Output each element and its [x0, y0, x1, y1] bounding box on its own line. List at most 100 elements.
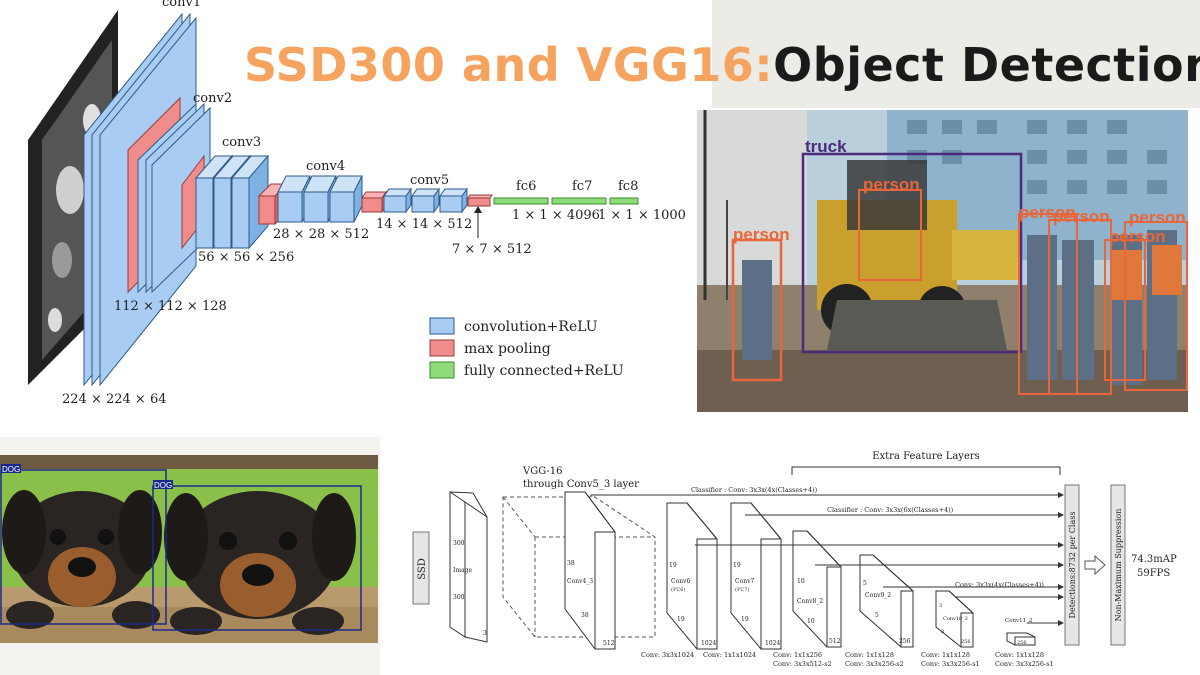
- conv7-block: [730, 502, 782, 650]
- person-label-r1: person: [1019, 203, 1076, 222]
- classifier-label-2: Classifier : Conv: 3x3x(6x(Classes+4)): [827, 506, 954, 514]
- conv7-bottom: 19: [741, 616, 749, 623]
- person-bbox-r4: [1124, 221, 1188, 391]
- ssd-architecture-diagram: SSD Extra Feature Layers VGG-16 through …: [395, 437, 1200, 675]
- dog-bbox-2: [152, 485, 362, 631]
- dog-detection-photo: DOG DOG: [0, 437, 380, 675]
- conv6-block: [666, 502, 718, 650]
- conv9-2-top: 5: [863, 580, 867, 587]
- conv2-label: conv2: [193, 91, 232, 106]
- conv6-sub: (FC6): [671, 586, 685, 593]
- conv10-2-block: [935, 590, 974, 648]
- person-label-r4: person: [1129, 208, 1186, 227]
- conv8-2-depth: 512: [829, 638, 841, 645]
- fc6-block: [493, 197, 549, 205]
- truck-bbox: [801, 152, 1023, 354]
- image-bottom-label: 300: [453, 594, 465, 601]
- dim-conv3: 56 × 56 × 256: [198, 250, 294, 265]
- conv9-2-name: Conv9_2: [865, 592, 891, 599]
- fps-result: 59FPS: [1137, 568, 1170, 579]
- nms-arrow: [1084, 554, 1106, 576]
- classifier-arrows: [590, 492, 1064, 626]
- nms-label: Non-Maximum Suppression: [1114, 509, 1123, 622]
- image-depth-label: 3: [483, 630, 487, 637]
- fc8-label: fc8: [618, 179, 638, 194]
- person-label-r2: person: [1053, 207, 1110, 226]
- vgg-legend: convolution+ReLU max pooling fully conne…: [429, 317, 624, 379]
- image-label: Image: [453, 567, 472, 574]
- conv11-2-block: [1006, 632, 1036, 646]
- page-title: SSD300 and VGG16:Object Detection: [244, 38, 1200, 92]
- fc7-block: [551, 197, 607, 205]
- conv-label-0: Conv: 3x3x1024: [641, 651, 694, 659]
- conv4-3-block: [564, 491, 616, 650]
- classifier-label-1: Classifier : Conv: 3x3x(4x(Classes+4)): [691, 486, 818, 494]
- title-part2: Object Detection: [773, 38, 1200, 92]
- legend-pool: max pooling: [464, 341, 551, 357]
- conv9-2-bottom: 5: [875, 612, 879, 619]
- dim-pool5: 7 × 7 × 512: [452, 242, 532, 257]
- legend-fc: fully connected+ReLU: [464, 363, 624, 379]
- conv6-bottom: 19: [677, 616, 685, 623]
- dim-conv1: 224 × 224 × 64: [62, 392, 166, 407]
- person-bbox-left: [731, 238, 783, 382]
- conv7-name: Conv7: [735, 578, 754, 585]
- detections-box: [1064, 484, 1080, 646]
- conv-label-9: Conv: 3x3x256-s1: [995, 660, 1054, 668]
- conv8-2-name: Conv8_2: [797, 598, 823, 605]
- dim-conv2: 112 × 112 × 128: [114, 299, 227, 314]
- conv3-label: conv3: [222, 135, 261, 150]
- conv6-top: 19: [669, 562, 677, 569]
- classifier-label-3: Conv: 3x3x(4x(Classes+4)): [955, 581, 1044, 589]
- conv-label-5: Conv: 3x3x256-s2: [845, 660, 904, 668]
- dog-1: [2, 490, 162, 629]
- conv4-block: [277, 175, 363, 223]
- conv-label-4: Conv: 1x1x128: [845, 651, 894, 659]
- detections-label: Detections:8732 per Class: [1068, 512, 1077, 619]
- conv9-2-block: [859, 554, 914, 648]
- conv6-depth: 1024: [701, 640, 716, 647]
- conv8-2-top: 10: [797, 578, 805, 585]
- conv7-sub: (FC7): [735, 586, 749, 593]
- map-result: 74.3mAP: [1131, 554, 1177, 565]
- pool5-block: [467, 194, 493, 207]
- legend-conv: convolution+ReLU: [464, 319, 598, 335]
- image-top-label: 300: [453, 540, 465, 547]
- title-background: [712, 0, 1200, 108]
- conv10-2-depth: 256: [961, 639, 971, 645]
- person-bbox-r2: [1048, 219, 1112, 395]
- conv11-2-depth: 256: [1017, 640, 1027, 646]
- conv8-2-bottom: 10: [807, 618, 815, 625]
- dim-conv5: 14 × 14 × 512: [376, 217, 472, 232]
- construction-detection-photo: truck person person person person person…: [697, 110, 1188, 412]
- conv-label-1: Conv: 1x1x1024: [703, 651, 756, 659]
- dim-conv4: 28 × 28 × 512: [273, 227, 369, 242]
- conv4-label: conv4: [306, 159, 345, 174]
- conv4-3-name: Conv4_3: [567, 578, 593, 585]
- title-part1: SSD300 and VGG16:: [244, 38, 774, 92]
- conv9-2-depth: 256: [899, 638, 911, 645]
- ssd-input-image: [449, 491, 488, 643]
- conv8-2-block: [792, 530, 842, 648]
- conv-label-2: Conv: 1x1x256: [773, 651, 822, 659]
- conv-label-8: Conv: 1x1x128: [995, 651, 1044, 659]
- truck-label: truck: [805, 137, 847, 156]
- conv-label-6: Conv: 1x1x128: [921, 651, 970, 659]
- conv4-3-bottom: 38: [581, 612, 589, 619]
- conv5-block: [383, 187, 468, 214]
- extra-feature-layers-label: Extra Feature Layers: [872, 451, 980, 462]
- dog-label-1: DOG: [2, 465, 20, 474]
- vgg16-architecture-figure: conv1 conv2 conv3 conv4 conv5 fc6 fc7 fc…: [0, 0, 690, 420]
- conv10-2-top: 3: [939, 603, 942, 609]
- conv11-2-name: Conv11_2: [1005, 618, 1032, 624]
- ssd-side-box: [412, 531, 430, 605]
- dog-bbox-1: [0, 469, 167, 625]
- conv6-name: Conv6: [671, 578, 690, 585]
- conv7-depth: 1024: [765, 640, 780, 647]
- person-bbox-driver: [858, 189, 922, 281]
- ssd-side-label: SSD: [417, 558, 428, 580]
- conv10-2-name: Conv10_2: [943, 616, 968, 622]
- dog-2: [164, 491, 356, 635]
- conv4-3-depth: 512: [603, 640, 615, 647]
